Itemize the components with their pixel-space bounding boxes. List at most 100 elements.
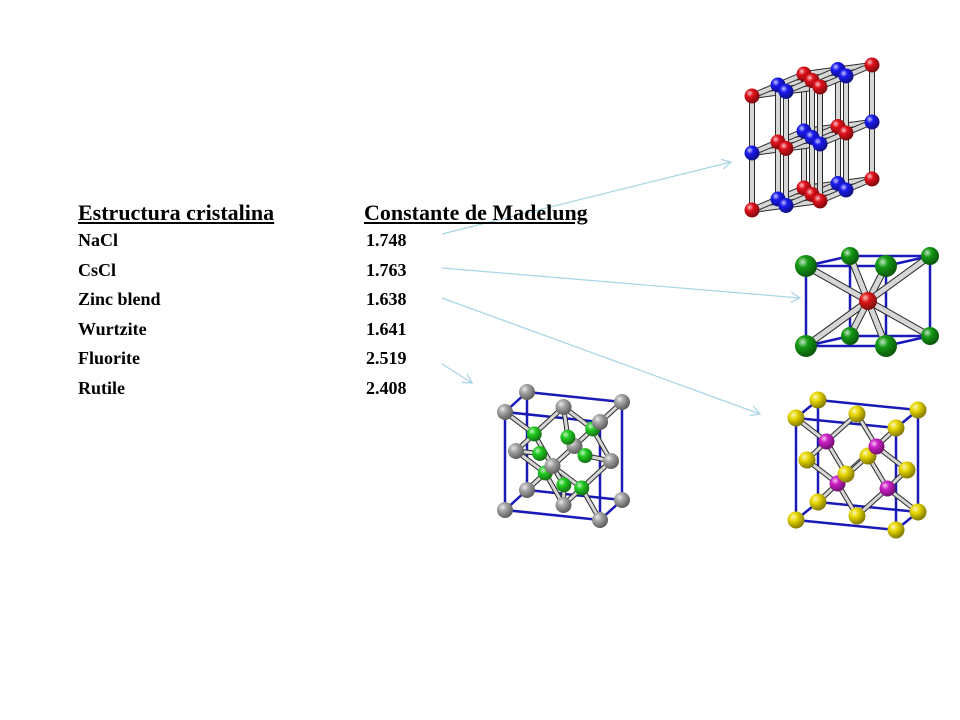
chlorine-atom [795,335,817,357]
row-structure: CsCl [78,259,117,280]
bond [803,298,871,349]
cell-edge [504,508,601,522]
table-header: Estructura cristalina Constante de Madel… [78,192,638,226]
sodium-atom [744,202,760,218]
yellow-atom [787,409,805,427]
green-atom [556,477,572,493]
chloride-atom [838,68,854,84]
chloride-atom [778,198,794,213]
chlorine-atom [795,255,817,277]
yellow-atom [809,493,827,511]
row-structure: Rutile [78,377,125,398]
row-structure: NaCl [78,230,118,251]
sodium-atom [864,171,880,187]
row-constant: 2.519 [366,348,407,369]
table-row: Zinc blend 1.638 [78,285,638,315]
yellow-atom [887,419,905,437]
bond [865,298,933,339]
chlorine-atom [875,335,897,357]
sodium-atom [812,79,828,95]
magenta-atom [868,438,885,455]
row-constant: 1.763 [366,259,407,280]
gray-atom [497,502,513,518]
gray-atom [544,458,561,474]
gray-atom [592,414,608,430]
chlorine-atom [841,327,859,345]
row-constant: 1.748 [366,230,407,251]
row-constant: 2.408 [366,377,407,398]
chloride-atom [812,136,828,152]
yellow-atom [798,451,816,469]
sodium-atom [864,57,880,73]
row-structure: Wurtzite [78,318,147,339]
gray-atom [592,512,608,528]
row-structure: Zinc blend [78,289,161,310]
table-row: NaCl 1.748 [78,226,638,256]
cell-edge [795,518,897,532]
green-atom [560,429,576,445]
yellow-atom [909,503,927,521]
yellow-atom [848,405,866,423]
row-constant: 1.638 [366,289,407,310]
cell-edge [526,390,623,404]
gray-atom [555,399,572,415]
yellow-atom [909,401,927,419]
row-structure: Fluorite [78,348,140,369]
green-atom [532,446,548,461]
arrow-zincblend [441,297,762,417]
gray-atom [519,384,535,400]
cscl-crystal-image [795,247,939,357]
nacl-crystal-image [744,57,880,218]
chlorine-atom [921,327,939,345]
madelung-table: Estructura cristalina Constante de Madel… [78,192,638,403]
header-structure: Estructura cristalina [78,200,275,225]
table-row: Fluorite 2.519 [78,344,638,374]
rutile-crystal-image [497,384,630,528]
row-constant: 1.641 [366,318,407,339]
yellow-atom [887,521,905,539]
gray-atom [508,443,524,459]
green-atom [574,480,590,496]
gray-atom [603,453,619,469]
magenta-atom [818,433,835,450]
bond [803,263,871,304]
header-constant: Constante de Madelung [364,200,588,225]
cesium-atom [859,292,877,310]
arrow-cscl [441,267,802,303]
fluorite-crystal-image [787,391,927,539]
chloride-atom [744,145,760,161]
yellow-atom [898,461,916,479]
bond [865,253,933,304]
arrow-rutile [441,363,474,384]
yellow-atom [848,507,866,525]
yellow-atom [809,391,827,409]
green-atom [577,448,593,464]
table-row: Rutile 2.408 [78,374,638,404]
chloride-atom [778,84,794,99]
chloride-atom [864,114,880,130]
gray-atom [555,497,572,513]
gray-atom [614,394,630,410]
yellow-atom [787,511,805,529]
gray-atom [519,482,535,498]
sodium-atom [838,125,854,141]
chlorine-atom [875,255,897,277]
magenta-atom [879,480,896,497]
sodium-atom [778,141,794,156]
arrow-nacl [441,158,733,235]
green-atom [526,426,542,442]
table-row: Wurtzite 1.641 [78,315,638,345]
chloride-atom [838,182,854,198]
table-row: CsCl 1.763 [78,256,638,286]
gray-atom [614,492,630,508]
chlorine-atom [841,247,859,265]
yellow-atom [837,465,855,483]
chlorine-atom [921,247,939,265]
gray-atom [497,404,513,420]
sodium-atom [812,193,828,209]
cell-edge [817,398,919,412]
sodium-atom [744,88,760,104]
